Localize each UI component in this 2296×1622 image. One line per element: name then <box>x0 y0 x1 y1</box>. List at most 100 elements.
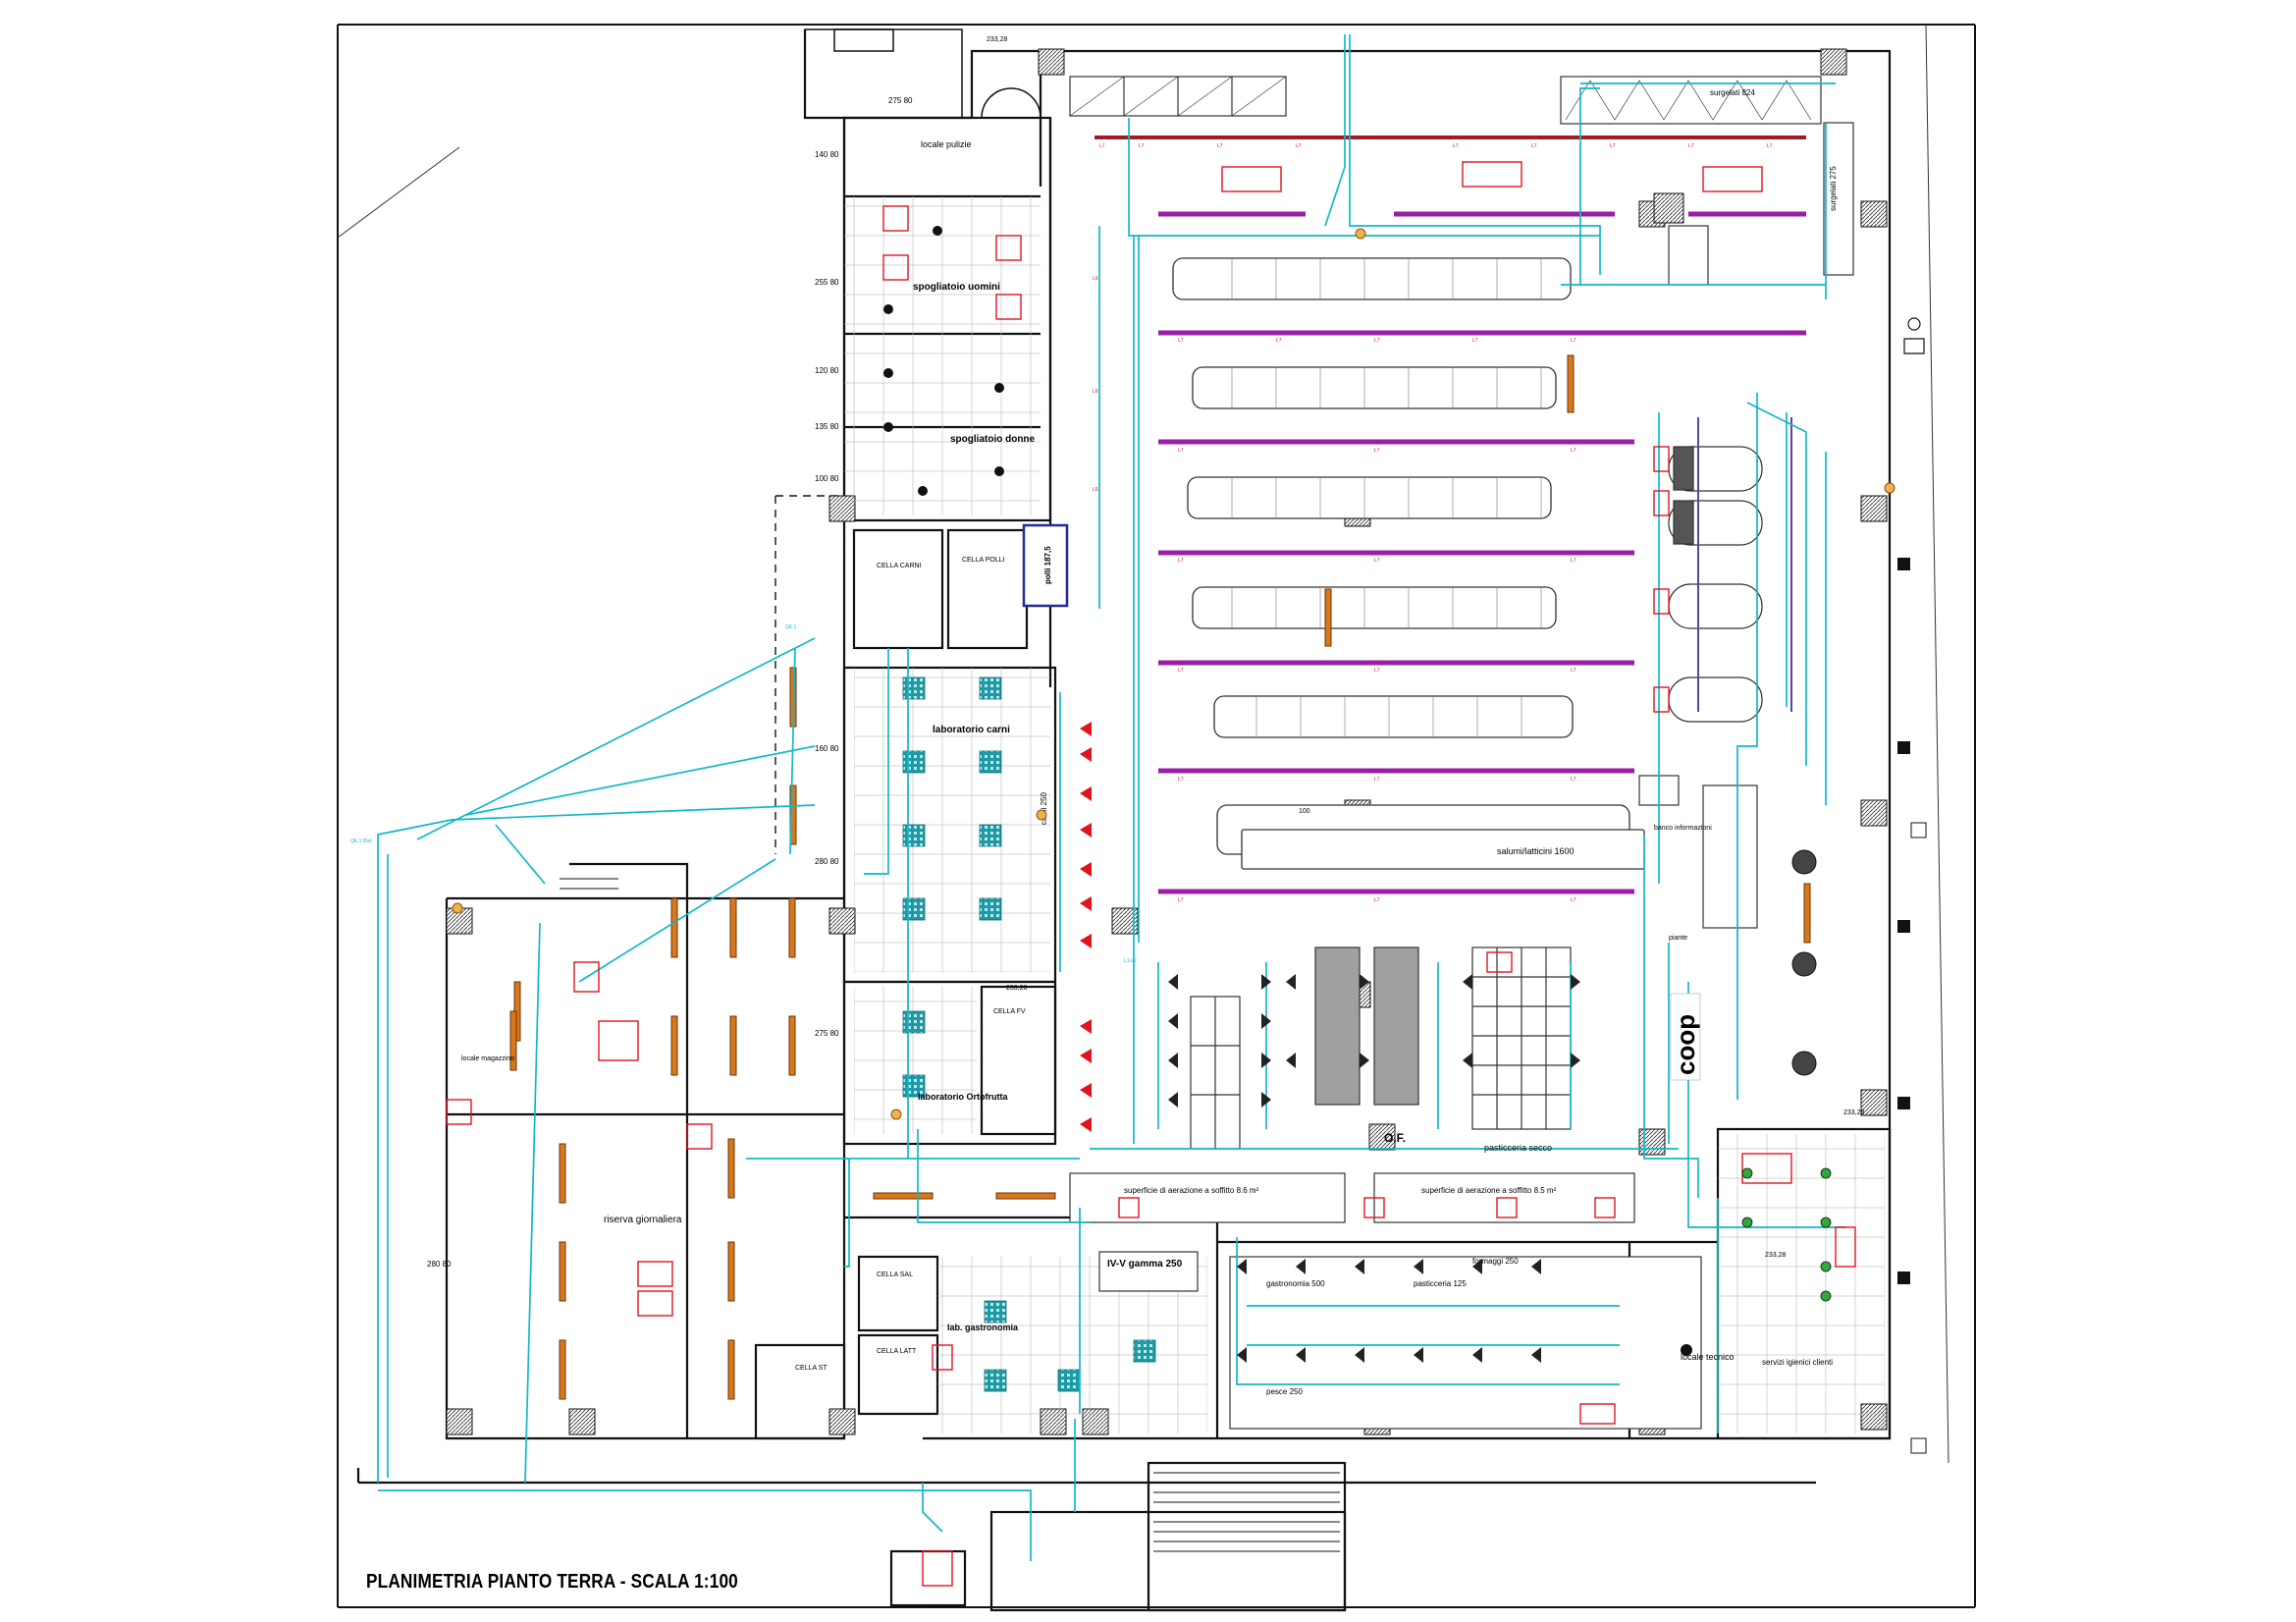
dim-mid-1: 233,28 <box>1006 985 1028 992</box>
svg-text:L7: L7 <box>1296 143 1302 149</box>
shelf-dividers <box>1231 258 1542 737</box>
label-locale-tecnico: locale tecnico <box>1681 1352 1735 1362</box>
facade-window-outlines <box>1910 822 1927 1454</box>
emergency-lights <box>1741 1167 1832 1302</box>
dim-h4: 135 80 <box>815 422 839 431</box>
svg-text:L7: L7 <box>1374 338 1380 344</box>
label-banco-informazioni: banco informazioni <box>1654 825 1712 832</box>
label-salumi-latticini: salumi/latticini 1600 <box>1497 846 1575 856</box>
label-lab-gastronomia: lab. gastronomia <box>947 1323 1019 1332</box>
svg-text:L7: L7 <box>1453 143 1459 149</box>
section-markers <box>452 228 1896 1120</box>
label-laboratorio-ortofrutta: laboratorio Ortofrutta <box>918 1092 1008 1102</box>
svg-text:L7: L7 <box>1178 558 1184 564</box>
svg-text:L7: L7 <box>1688 143 1694 149</box>
cold-blocks <box>902 676 1156 1392</box>
wall-lights[interactable] <box>1080 722 1092 1132</box>
label-cella-sal: CELLA SAL <box>877 1271 913 1278</box>
dimension-labels: 233,28 233,28 233,28 233,28 140 80 255 8… <box>427 36 1865 1269</box>
dim-h6: 160 80 <box>815 744 839 753</box>
label-polli: polli 187,5 <box>1043 546 1052 584</box>
equipment-labels: L7 L7 L7 L7 L7 L7 L7 L7 L7 L6 L6 L6 L7 L… <box>1093 143 1773 903</box>
dim-h10: 275 80 <box>888 96 913 105</box>
svg-text:L7: L7 <box>1767 143 1773 149</box>
stairs <box>560 878 1340 1552</box>
site-top-elements <box>804 28 1041 119</box>
label-pasticceria-secco: pasticceria secco <box>1484 1143 1552 1153</box>
svg-text:L7: L7 <box>1178 897 1184 903</box>
label-piante: piante <box>1669 935 1687 942</box>
dim-h7: 280 80 <box>815 857 839 866</box>
label-riserva-giornaliera: riserva giornaliera <box>604 1215 682 1225</box>
label-surgelati-824: surgelati 824 <box>1710 88 1755 97</box>
svg-text:L7: L7 <box>1178 448 1184 454</box>
svg-text:L7: L7 <box>1571 668 1576 674</box>
shelf-runs <box>1172 257 1645 870</box>
svg-text:L6: L6 <box>1093 487 1098 493</box>
electrical-circuits <box>377 34 1845 1561</box>
svg-text:L6: L6 <box>1093 389 1098 395</box>
svg-text:L7: L7 <box>1531 143 1537 149</box>
dim-h5: 100 80 <box>815 474 839 483</box>
dim-h1: 140 80 <box>815 150 839 159</box>
svg-text:L7: L7 <box>1139 143 1145 149</box>
svg-text:L7: L7 <box>1374 897 1380 903</box>
svg-text:L7: L7 <box>1472 338 1478 344</box>
svg-text:L7: L7 <box>1571 558 1576 564</box>
svg-text:L7: L7 <box>1374 777 1380 783</box>
dim-h3: 120 80 <box>815 366 839 375</box>
orange-lamps <box>509 354 1811 1400</box>
brand-logo-text: coop <box>1671 1014 1700 1075</box>
checkout-lanes <box>1638 417 1792 929</box>
facade-windows <box>1897 558 1910 1284</box>
label-carni: carni 250 <box>1040 792 1048 825</box>
label-superficie-2: superficie di aerazione a soffitto 8.5 m… <box>1421 1186 1557 1195</box>
dim-h2: 255 80 <box>815 278 839 287</box>
svg-text:L7: L7 <box>1571 897 1576 903</box>
svg-text:L1-L2: L1-L2 <box>1124 958 1137 964</box>
label-locale-pulizie: locale pulizie <box>921 139 972 149</box>
dim-h9: 280 80 <box>427 1260 452 1269</box>
svg-text:L7: L7 <box>1610 143 1616 149</box>
svg-text:L7: L7 <box>1571 448 1576 454</box>
svg-text:L7: L7 <box>1217 143 1223 149</box>
svg-text:QE.1: QE.1 <box>785 624 797 630</box>
accessibility-icon <box>1903 317 1925 354</box>
label-formaggi: formaggi 250 <box>1472 1257 1519 1266</box>
tile-floors <box>844 196 1885 1433</box>
svg-text:L7: L7 <box>1178 668 1184 674</box>
label-of: O.F. <box>1384 1131 1406 1145</box>
label-spogliatoio-donne: spogliatoio donne <box>950 434 1036 445</box>
label-servizi-igienici: servizi igienici clienti <box>1762 1358 1833 1367</box>
site-boundary-right <box>1925 24 1949 1464</box>
site-diagonal <box>337 146 460 239</box>
top-refrigerated-wall <box>1069 76 1854 286</box>
ceiling-fixtures <box>883 226 1692 1356</box>
svg-text:L7: L7 <box>1178 338 1184 344</box>
svg-text:L7: L7 <box>1178 777 1184 783</box>
polli-cell <box>1022 523 1069 608</box>
svg-text:L7: L7 <box>1571 338 1576 344</box>
lighting-bars <box>1095 135 1806 894</box>
label-pesce: pesce 250 <box>1266 1387 1303 1396</box>
drawing-frame <box>337 24 1976 1608</box>
svg-text:L7: L7 <box>1374 448 1380 454</box>
dim-h8: 275 80 <box>815 1029 839 1038</box>
brand-logo: coop <box>1670 993 1701 1081</box>
label-superficie-1: superficie di aerazione a soffitto 8.6 m… <box>1124 1186 1259 1195</box>
floor-spotlights <box>1168 974 1580 1363</box>
round-columns <box>1791 849 1817 1076</box>
label-cella-carni: CELLA CARNI <box>877 563 922 569</box>
svg-text:QE.1 Dist: QE.1 Dist <box>350 838 372 844</box>
svg-text:L7: L7 <box>1099 143 1105 149</box>
label-iv-v-gamma: IV-V gamma 250 <box>1107 1259 1183 1270</box>
circuit-tags: QE.1 Dist QE.1 L1-L2 <box>350 624 1137 964</box>
label-magazzino: locale magazzino <box>461 1055 514 1062</box>
label-laboratorio-carni: laboratorio carni <box>933 725 1010 735</box>
electrical-equipment <box>446 161 1856 1587</box>
label-cella-st: CELLA ST <box>795 1365 828 1372</box>
label-green-small: 100 <box>1299 808 1310 815</box>
label-cella-polli: CELLA POLLI <box>962 557 1005 564</box>
label-gastronomia: gastronomia 500 <box>1266 1279 1325 1288</box>
